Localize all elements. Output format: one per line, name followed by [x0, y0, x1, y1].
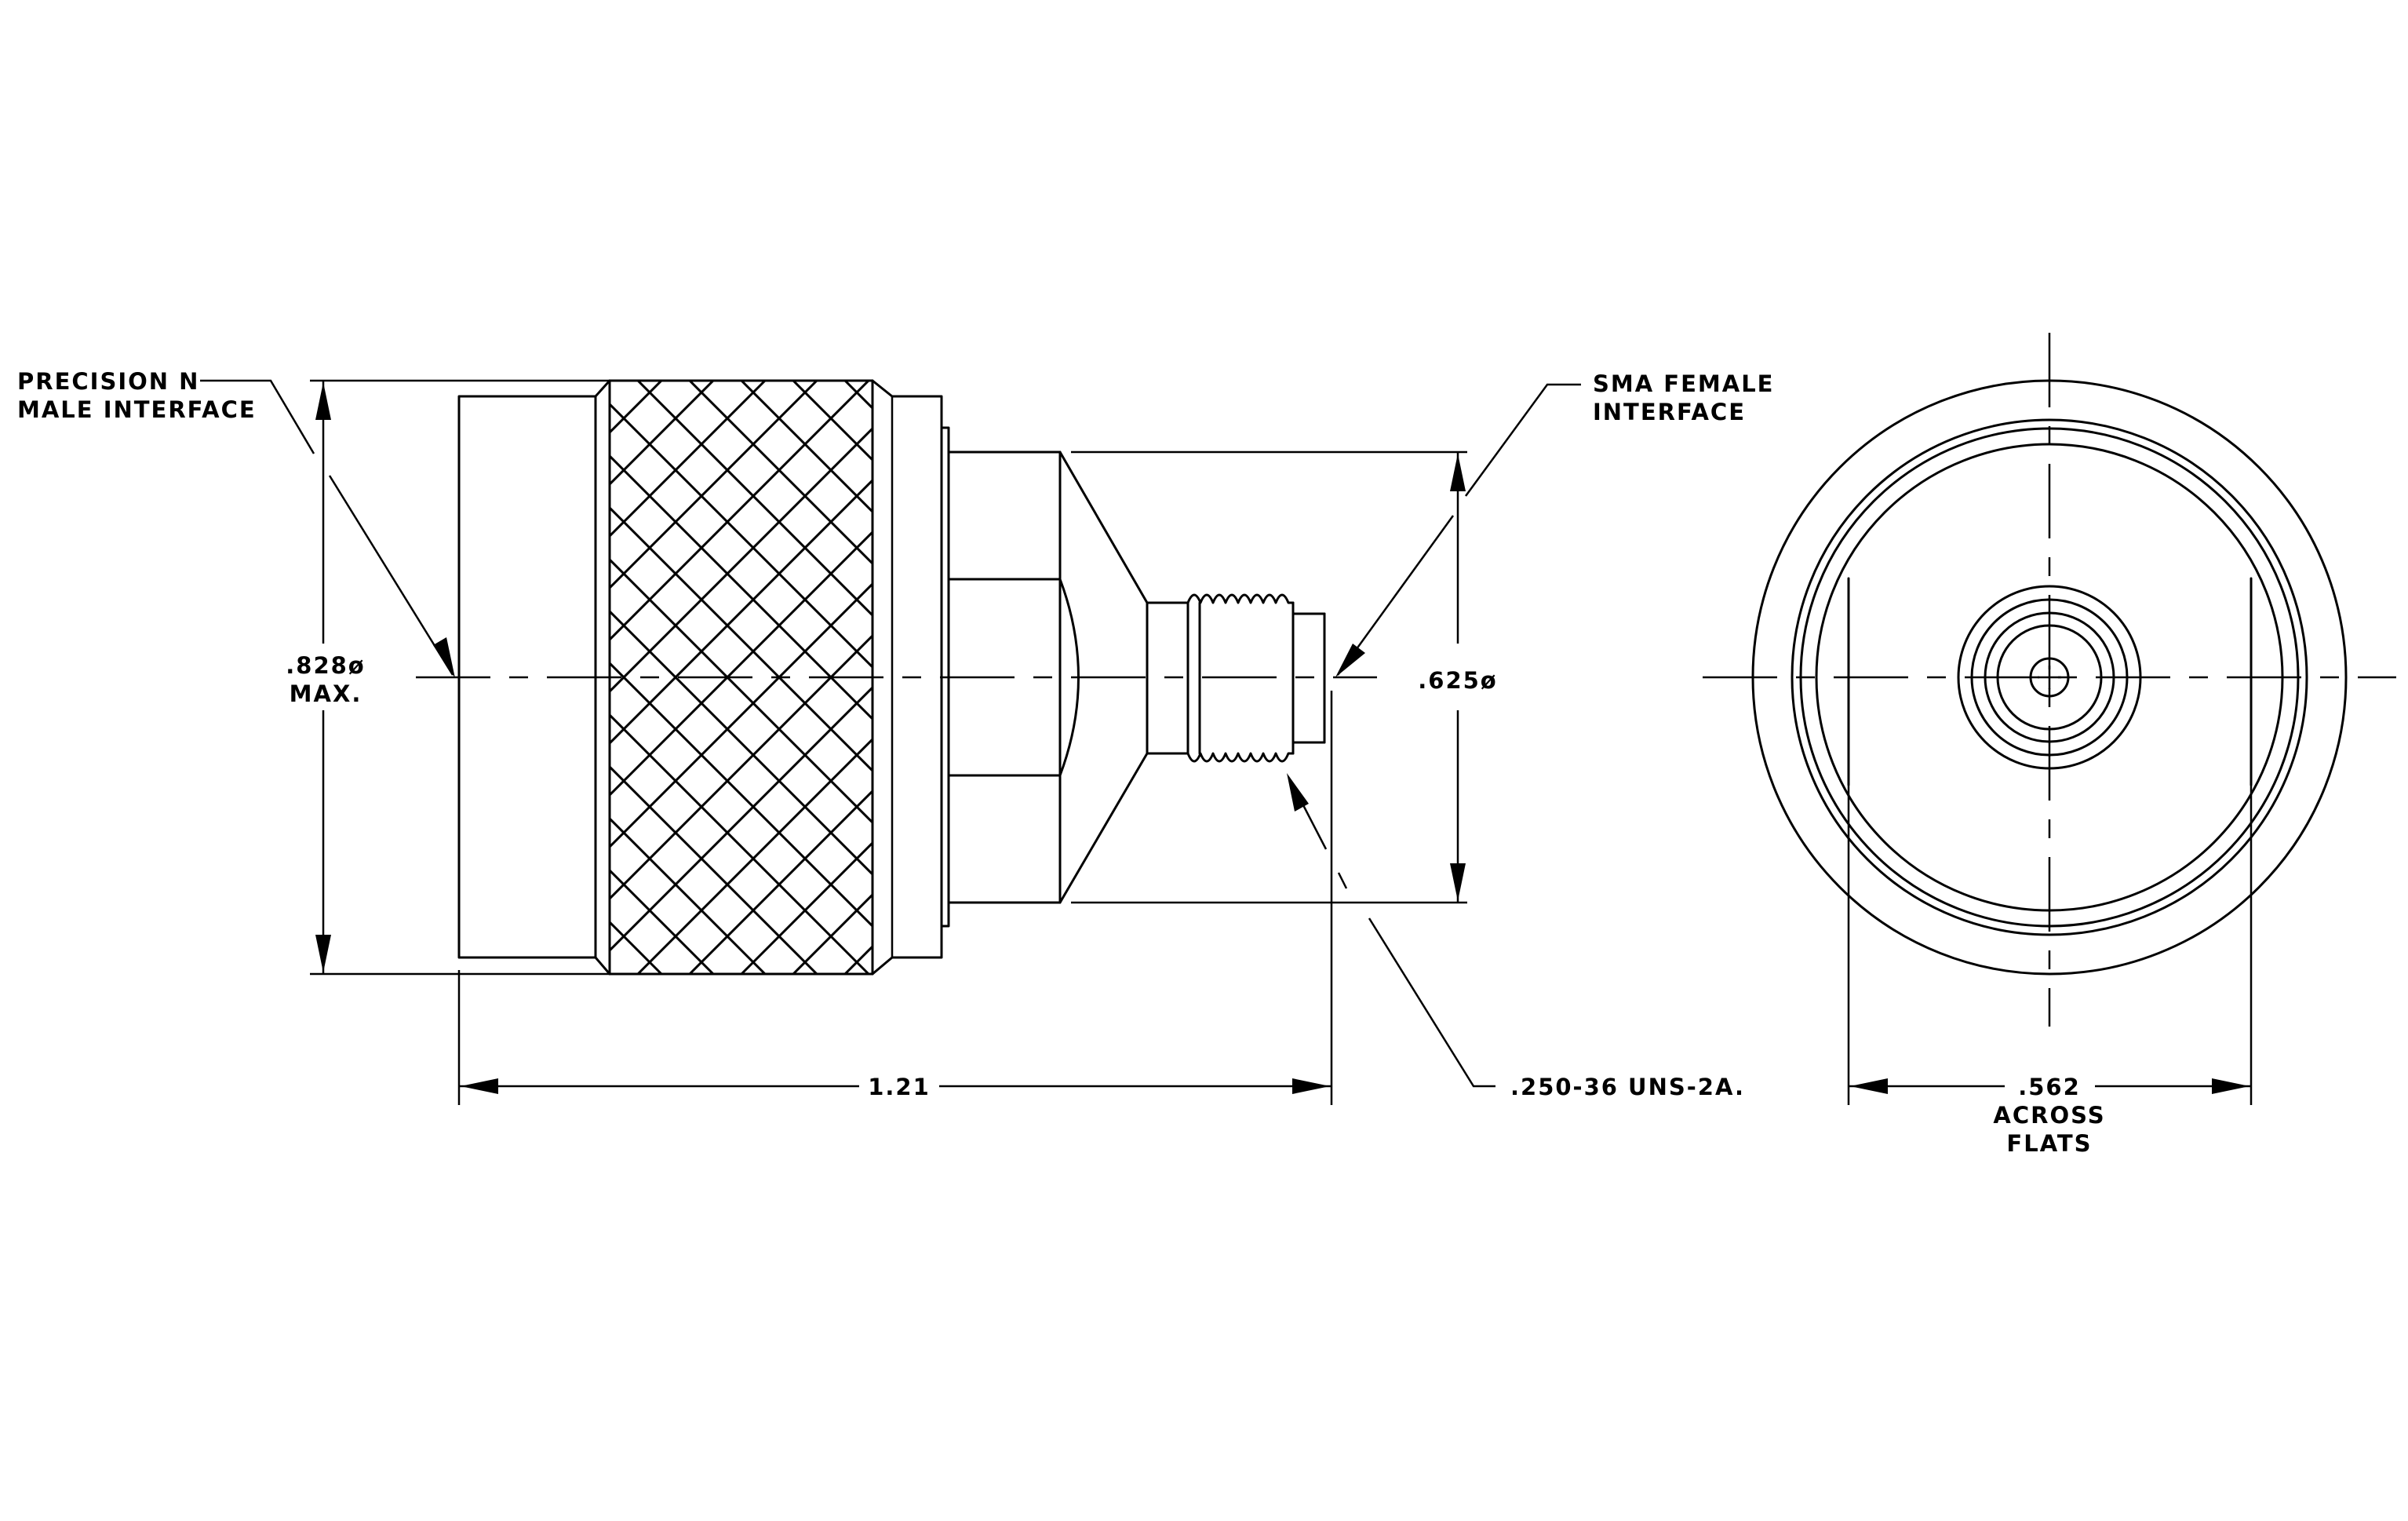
dimension-length — [457, 691, 1333, 1105]
shoulder-circle — [1791, 418, 2308, 936]
sma-body — [1058, 450, 1326, 904]
length-label: 1.21 — [868, 1074, 931, 1100]
dimension-flats — [1847, 785, 2253, 1105]
leader-thread — [1287, 773, 1495, 1088]
n-interface-label-line1: PRECISION N — [17, 368, 199, 395]
sma-interface-label-line2: INTERFACE — [1593, 399, 1746, 425]
flats-label-line3: FLATS — [2006, 1130, 2092, 1157]
dia-625-label: .625ø — [1418, 667, 1497, 694]
flats-label-line1: .562 — [2018, 1074, 2081, 1100]
dia-828-label: .828ø — [286, 652, 365, 679]
sma-interface-label-line1: SMA FEMALE — [1593, 370, 1775, 397]
leader-sma-interface — [1335, 383, 1581, 677]
dimension-828 — [310, 379, 610, 976]
flats-label-line2: ACROSS — [1993, 1102, 2105, 1129]
side-view — [416, 379, 1377, 976]
n-interface-label-line2: MALE INTERFACE — [17, 396, 257, 423]
dia-828-max-label: MAX. — [290, 680, 362, 707]
dimension-625 — [1071, 450, 1467, 904]
end-view — [1703, 333, 2396, 1027]
leader-n-interface — [200, 379, 455, 678]
thread-label: .250-36 UNS-2A. — [1510, 1074, 1745, 1100]
